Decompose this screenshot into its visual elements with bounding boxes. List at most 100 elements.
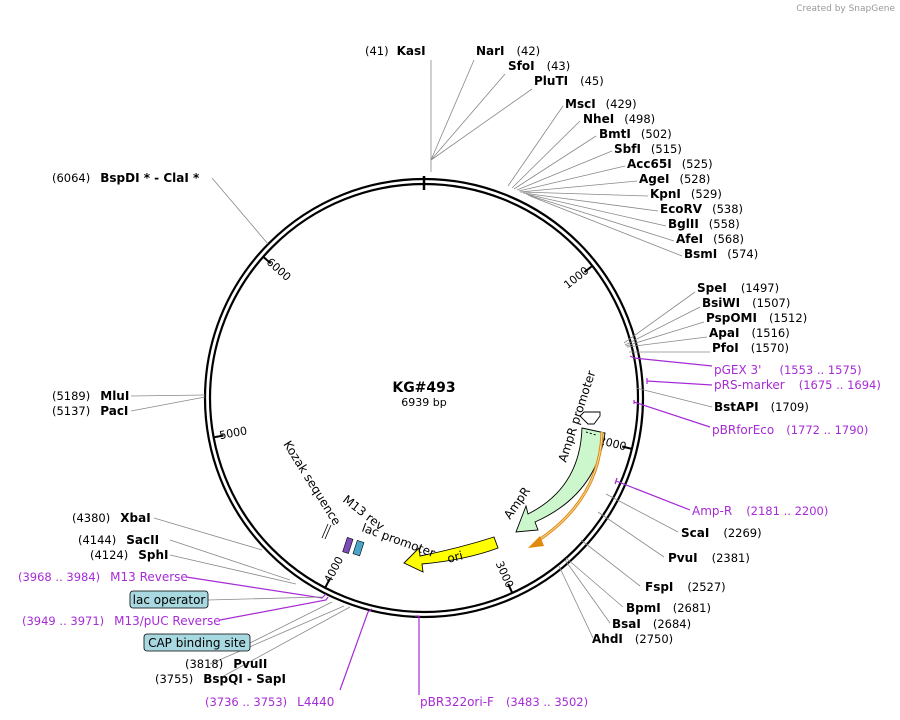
svg-text:NheI(498): NheI(498) [583, 112, 655, 126]
m13reverse-pos: (3968 .. 3984) [18, 570, 100, 584]
ecorv-label: EcoRV [660, 202, 703, 216]
pgex3-pos: (1553 .. 1575) [779, 363, 861, 377]
scale-label-2000: 2000 [597, 434, 627, 453]
pfoi-label: PfoI [712, 341, 739, 355]
pbrforeco-pos: (1772 .. 1790) [786, 423, 868, 437]
mlui-label: MluI [100, 389, 129, 403]
kasi-label: KasI [397, 44, 426, 58]
scale-tick-5000 [213, 434, 224, 439]
bpmi-pos: (2681) [673, 601, 711, 615]
svg-text:MscI(429): MscI(429) [565, 97, 637, 111]
l4440-label: L4440 [297, 695, 334, 709]
plasmid-name: KG#493 [392, 380, 455, 396]
svg-text:(41)KasI: (41) KasI [365, 44, 426, 58]
svg-text:BpmI(2681): BpmI(2681) [626, 601, 711, 615]
m13puc-pos: (3949 .. 3971) [22, 614, 104, 628]
svg-text:KpnI(529): KpnI(529) [650, 187, 722, 201]
svg-text:EcoRV(538): EcoRV (538) [660, 202, 743, 216]
pluti-pos: (45) [580, 74, 604, 88]
svg-text:Acc65I(525): Acc65I(525) [627, 157, 713, 171]
sfoi-pos: (43) [547, 59, 571, 73]
scai-label: ScaI [681, 526, 709, 540]
pvui-pos: (2381) [712, 551, 750, 565]
svg-text:(4124)SphI: (4124) SphI [90, 548, 169, 562]
svg-text:PspOMI(1512): PspOMI(1512) [706, 311, 807, 325]
svg-text:(4144)SacII: (4144)SacII [78, 533, 159, 547]
svg-text:(3818)PvuII: (3818)PvuII [185, 657, 267, 671]
pvuii-label: PvuII [233, 657, 267, 671]
kozak-mark-b [324, 524, 332, 540]
enzyme-group-lower-right [558, 493, 679, 639]
scale-label-5000: 5000 [218, 424, 248, 442]
bsai-label: BsaI [612, 617, 641, 631]
svg-text:PluTI(45): PluTI (45) [534, 74, 604, 88]
svg-text:PfoI(1570): PfoI(1570) [712, 341, 789, 355]
acc65i-label: Acc65I [627, 157, 672, 171]
bmti-label: BmtI [599, 127, 631, 141]
bstapi-pos: (1709) [771, 400, 809, 414]
bsai-pos: (2684) [653, 617, 691, 631]
svg-text:BsmI(574): BsmI(574) [684, 247, 758, 261]
sfoi-label: SfoI [508, 59, 535, 73]
ori-label: ori [446, 548, 465, 565]
scale-tick-2000 [621, 445, 633, 450]
bsmi-pos: (574) [727, 247, 758, 261]
svg-text:PvuI(2381): PvuI (2381) [668, 551, 750, 565]
primer-marks-lower-left [185, 576, 373, 691]
svg-text:Amp-R(2181 .. 2200): Amp-R(2181 .. 2200) [692, 504, 828, 518]
bsiwi-label: BsiWI [702, 296, 740, 310]
cap-site-label: CAP binding site [148, 636, 246, 650]
sbfi-pos: (515) [651, 142, 682, 156]
sacii-pos: (4144) [78, 533, 116, 547]
pspomi-pos: (1512) [769, 311, 807, 325]
scale-label-1000: 1000 [561, 264, 591, 292]
enzyme-group-mcs [507, 105, 683, 257]
svg-text:FspI(2527): FspI(2527) [645, 580, 726, 594]
pgex3-label: pGEX 3' [714, 363, 761, 377]
pbr322ori-primer-mark [415, 615, 420, 695]
m13reverse-label: M13 Reverse [110, 570, 188, 584]
nari-label: NarI [476, 44, 505, 58]
svg-text:AhdI(2750): AhdI(2750) [592, 632, 673, 646]
m13-rev-mark [342, 537, 354, 554]
bstapi-label: BstAPI [714, 400, 759, 414]
bspqi-label: BspQI - SapI [203, 672, 286, 686]
ecorv-pos: (538) [712, 202, 743, 216]
scale-label-3000: 3000 [493, 559, 516, 590]
sphi-label: SphI [138, 548, 168, 562]
kasi-pos: (41) [365, 44, 389, 58]
svg-text:pBR322ori-F(3483 .. 3502): pBR322ori-F(3483 .. 3502) [420, 695, 588, 709]
ahdi-pos: (2750) [635, 632, 673, 646]
afei-pos: (568) [713, 232, 744, 246]
bspqi-pos: (3755) [155, 672, 193, 686]
nhei-label: NheI [583, 112, 614, 126]
bspdi-pos: (6064) [52, 171, 90, 185]
svg-text:NarI(42): NarI(42) [476, 44, 540, 58]
pluti-label: PluTI [534, 74, 568, 88]
sbfi-label: SbfI [614, 142, 641, 156]
scale-label-6000: 6000 [264, 256, 294, 284]
orange-arc-highlight [535, 431, 603, 543]
apai-label: ApaI [709, 326, 739, 340]
svg-text:(3949 .. 3971)M13/pUC Reverse: (3949 .. 3971)M13/pUC Reverse [22, 614, 221, 628]
msci-pos: (429) [606, 97, 637, 111]
svg-text:pRS-marker(1675 .. 1694): pRS-marker(1675 .. 1694) [714, 378, 881, 392]
orange-arrowhead [528, 536, 544, 548]
agei-pos: (528) [679, 172, 710, 186]
pbr322ori-label: pBR322ori-F [420, 695, 494, 709]
sphi-pos: (4124) [90, 548, 128, 562]
xbai-pos: (4380) [72, 511, 110, 525]
l4440-pos: (3736 .. 3753) [205, 695, 287, 709]
svg-text:ApaI(1516): ApaI(1516) [709, 326, 790, 340]
pbrforeco-label: pBRforEco [712, 423, 774, 437]
fspi-pos: (2527) [687, 580, 725, 594]
scale-tick-4000 [324, 578, 331, 589]
pvui-label: PvuI [668, 551, 698, 565]
agei-label: AgeI [639, 172, 669, 186]
ampr-primer-pos: (2181 .. 2200) [746, 504, 828, 518]
paci-label: PacI [100, 404, 128, 418]
bglii-label: BglII [668, 217, 699, 231]
enzyme-group-left [130, 394, 206, 412]
mlui-pos: (5189) [52, 389, 90, 403]
prsmarker-pos: (1675 .. 1694) [799, 378, 881, 392]
